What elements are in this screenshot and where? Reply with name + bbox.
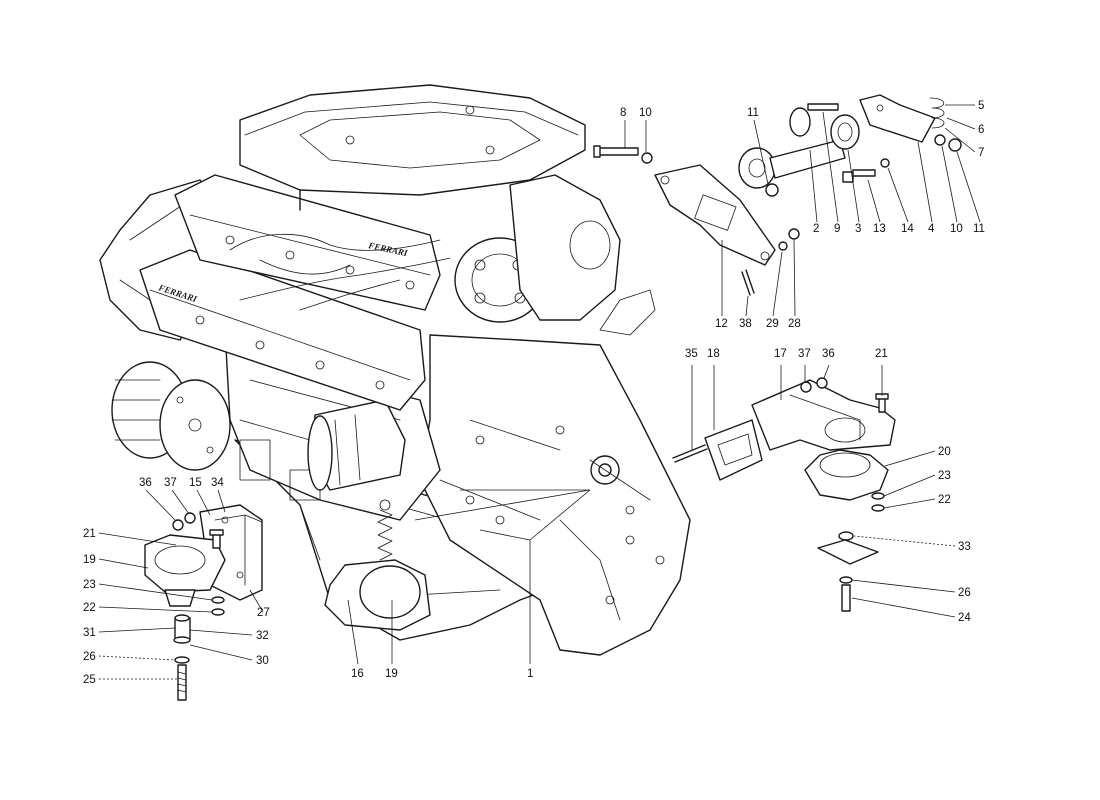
callout-38: 38 bbox=[739, 318, 752, 330]
callout-9: 9 bbox=[834, 223, 840, 235]
mount-cushion-19-left bbox=[144, 534, 226, 607]
bracket-17 bbox=[751, 379, 896, 451]
engine-mount-block bbox=[324, 559, 431, 631]
callout-2: 2 bbox=[813, 223, 819, 235]
stud-35 bbox=[672, 444, 708, 463]
callout-28: 28 bbox=[788, 318, 801, 330]
stud-31-32 bbox=[173, 614, 191, 644]
washer-14 bbox=[880, 158, 890, 168]
callout-15: 15 bbox=[189, 477, 202, 489]
callout-20: 20 bbox=[938, 446, 951, 458]
callout-11-right: 11 bbox=[973, 223, 985, 235]
engine-assembly: FERRARI FERRARI bbox=[99, 84, 691, 656]
gearbox-housing bbox=[419, 334, 691, 656]
callout-33: 33 bbox=[958, 541, 971, 553]
washers-22-23-right bbox=[871, 492, 885, 512]
bushing-9 bbox=[789, 103, 839, 137]
callout-29: 29 bbox=[766, 318, 779, 330]
callout-32: 32 bbox=[256, 630, 269, 642]
bracket-4 bbox=[859, 94, 936, 143]
callout-10: 10 bbox=[639, 107, 652, 119]
callout-4: 4 bbox=[928, 223, 935, 235]
callout-10-right: 10 bbox=[950, 223, 963, 235]
cushion-20 bbox=[804, 449, 889, 501]
washer-10-left bbox=[641, 152, 653, 164]
callout-19: 19 bbox=[83, 554, 96, 566]
callout-labels: 8 10 11 5 6 7 2 9 3 13 14 4 10 11 12 38 … bbox=[83, 100, 985, 686]
callout-35: 35 bbox=[685, 348, 698, 360]
callout-5: 5 bbox=[978, 100, 984, 112]
callout-31: 31 bbox=[83, 627, 96, 639]
link-rod-2 bbox=[738, 139, 846, 189]
callout-34: 34 bbox=[211, 477, 224, 489]
pin-13 bbox=[842, 169, 876, 183]
callout-30: 30 bbox=[256, 655, 269, 667]
starter-motor bbox=[307, 399, 406, 491]
water-pump-housing bbox=[509, 174, 656, 336]
callout-6: 6 bbox=[978, 124, 984, 136]
callout-22-left: 22 bbox=[83, 602, 96, 614]
washer-26-right bbox=[839, 576, 853, 584]
callout-21-left: 21 bbox=[83, 528, 96, 540]
callout-37-left: 37 bbox=[164, 477, 177, 489]
cylinder-head-front: FERRARI bbox=[139, 249, 426, 411]
callout-27: 27 bbox=[257, 607, 270, 619]
bolt-25 bbox=[177, 664, 187, 701]
stud-38 bbox=[741, 269, 755, 296]
callout-11: 11 bbox=[747, 107, 759, 119]
bracket-12 bbox=[654, 164, 776, 266]
upper-right-parts bbox=[593, 94, 962, 296]
nut-36-37-right bbox=[800, 377, 828, 393]
ignition-leads bbox=[229, 233, 451, 311]
callout-26: 26 bbox=[958, 587, 971, 599]
washers-22-23-left bbox=[211, 596, 225, 616]
callout-18: 18 bbox=[707, 348, 720, 360]
washer-26-left bbox=[174, 656, 190, 664]
callout-24: 24 bbox=[958, 612, 971, 624]
right-mount-parts bbox=[672, 377, 896, 612]
callout-36: 36 bbox=[822, 348, 835, 360]
nut-11-right bbox=[948, 138, 962, 152]
callout-19-center: 19 bbox=[385, 668, 398, 680]
nut-36-37-left bbox=[172, 512, 196, 531]
plate-bottom bbox=[817, 539, 879, 565]
callout-37: 37 bbox=[798, 348, 811, 360]
sleeve-3 bbox=[830, 114, 860, 150]
washer-10-right bbox=[934, 134, 946, 146]
callout-22: 22 bbox=[938, 494, 951, 506]
leader-lines bbox=[98, 104, 981, 680]
bolt-21-left bbox=[209, 529, 224, 549]
callout-25: 25 bbox=[83, 674, 96, 686]
left-mount-parts bbox=[144, 504, 263, 701]
alternator bbox=[111, 361, 231, 471]
callout-14: 14 bbox=[901, 223, 914, 235]
callout-1: 1 bbox=[527, 668, 533, 680]
callout-7: 7 bbox=[978, 147, 984, 159]
spring-16 bbox=[377, 499, 393, 561]
clip-5-6-7 bbox=[929, 97, 945, 129]
bolt-8 bbox=[593, 145, 639, 158]
callout-12: 12 bbox=[715, 318, 728, 330]
callout-26-left: 26 bbox=[83, 651, 96, 663]
plate-18 bbox=[704, 419, 763, 481]
callout-17: 17 bbox=[774, 348, 787, 360]
callout-23-left: 23 bbox=[83, 579, 96, 591]
bolt-24 bbox=[841, 584, 851, 612]
callout-13: 13 bbox=[873, 223, 886, 235]
callout-21: 21 bbox=[875, 348, 888, 360]
callout-23: 23 bbox=[938, 470, 951, 482]
callout-8: 8 bbox=[620, 107, 626, 119]
washer-33 bbox=[838, 531, 854, 541]
callout-3: 3 bbox=[855, 223, 861, 235]
callout-36-left: 36 bbox=[139, 477, 152, 489]
nut-11-left bbox=[765, 183, 779, 197]
air-filter-housing bbox=[239, 84, 586, 211]
callout-16: 16 bbox=[351, 668, 364, 680]
nut-28-29 bbox=[778, 228, 800, 251]
